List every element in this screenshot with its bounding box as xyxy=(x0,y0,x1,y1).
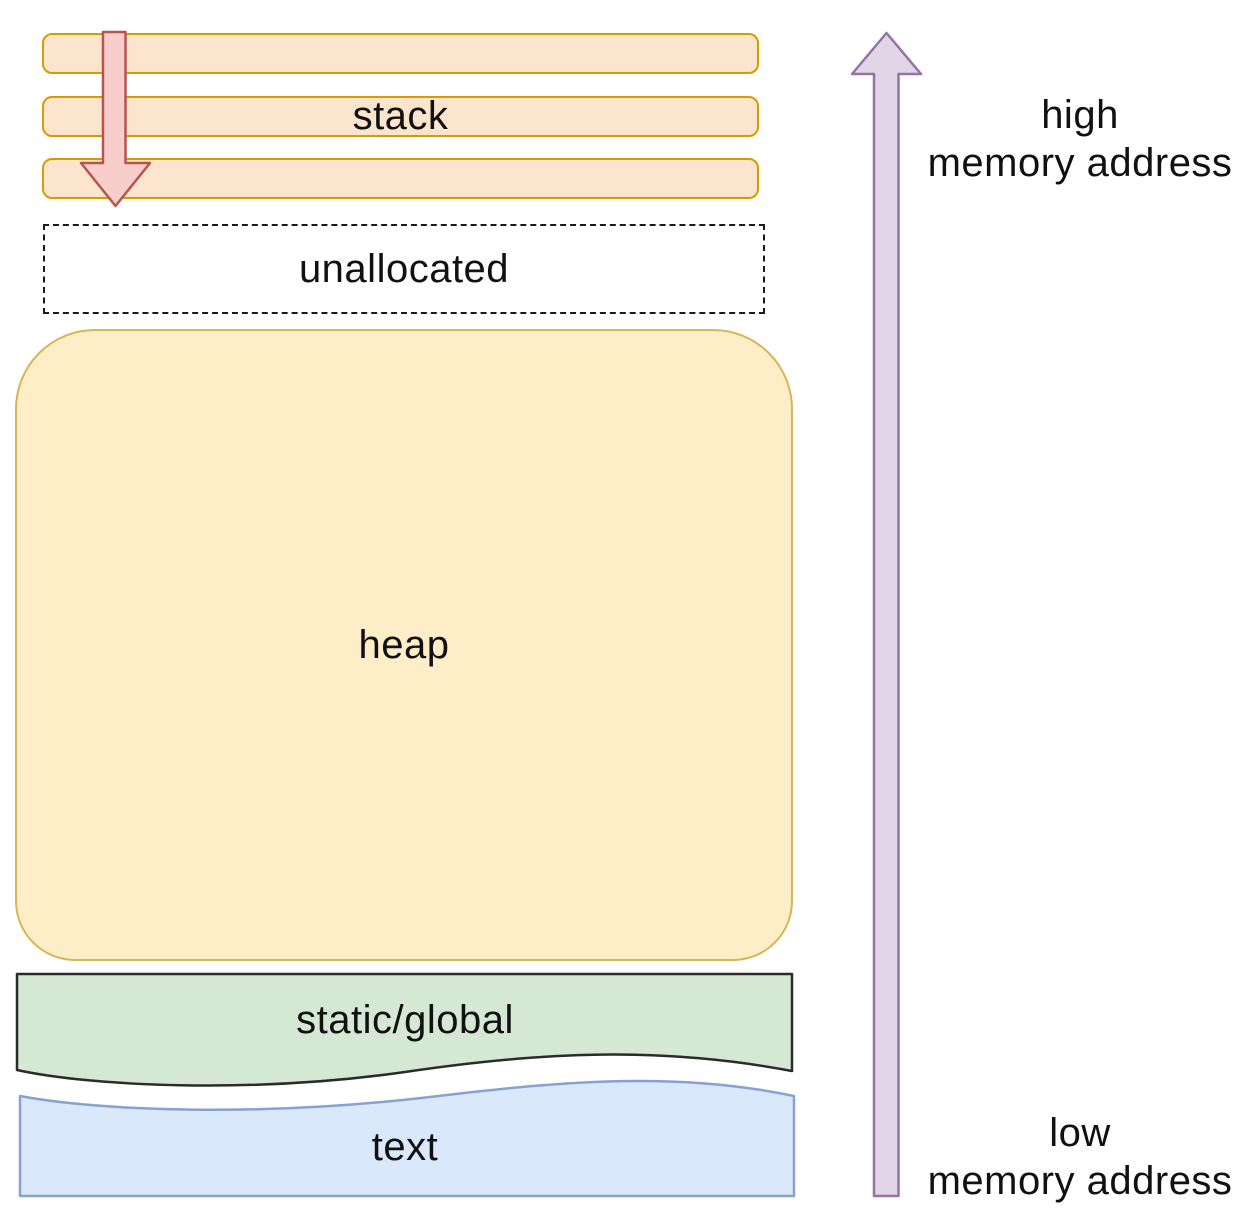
low-memory-address-note: low memory address xyxy=(920,1109,1235,1205)
low-address-line2: memory address xyxy=(927,1159,1233,1203)
high-address-line1: high xyxy=(1041,93,1119,137)
stack-frame-bar-bottom xyxy=(42,158,759,199)
static-global-label: static/global xyxy=(296,997,514,1042)
heap-region: heap xyxy=(15,329,793,961)
text-label-row: text xyxy=(15,1122,795,1172)
unallocated-region: unallocated xyxy=(43,224,765,314)
low-address-line1: low xyxy=(1049,1111,1111,1155)
heap-label: heap xyxy=(358,622,450,667)
stack-label: stack xyxy=(352,94,449,138)
stack-frame-bar-top xyxy=(42,33,759,74)
high-address-line2: memory address xyxy=(927,141,1233,185)
text-segment-label: text xyxy=(371,1124,439,1169)
static-global-label-row: static/global xyxy=(15,995,795,1045)
high-memory-address-note: high memory address xyxy=(920,91,1235,187)
unallocated-label: unallocated xyxy=(298,246,510,291)
stack-region: stack xyxy=(42,94,759,138)
arrow-up-icon xyxy=(850,31,923,1198)
